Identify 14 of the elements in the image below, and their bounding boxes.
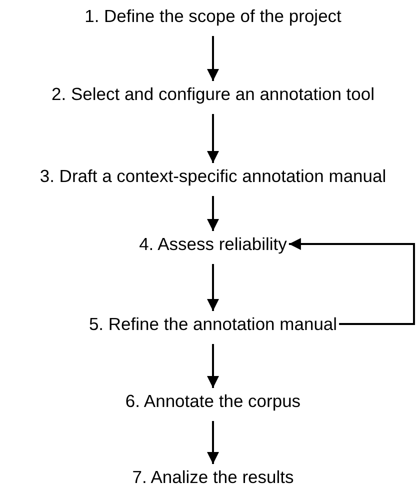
step-text: 7. Analize the results [132, 467, 294, 487]
arrow [207, 421, 219, 464]
arrow [207, 344, 219, 388]
step-text: 3. Draft a context-specific annotation manual [40, 166, 386, 186]
arrow [207, 36, 219, 81]
step-text: 1. Define the scope of the project [84, 6, 342, 26]
arrow [207, 114, 219, 163]
arrow [207, 196, 219, 231]
step-text: 6. Annotate the corpus [125, 391, 301, 411]
arrow [207, 264, 219, 311]
step-text: 2. Select and configure an annotation tool [52, 84, 374, 104]
step-text: 5. Refine the annotation manual [88, 314, 338, 334]
arrow [288, 238, 415, 325]
step-text: 4. Assess reliability [139, 234, 287, 254]
